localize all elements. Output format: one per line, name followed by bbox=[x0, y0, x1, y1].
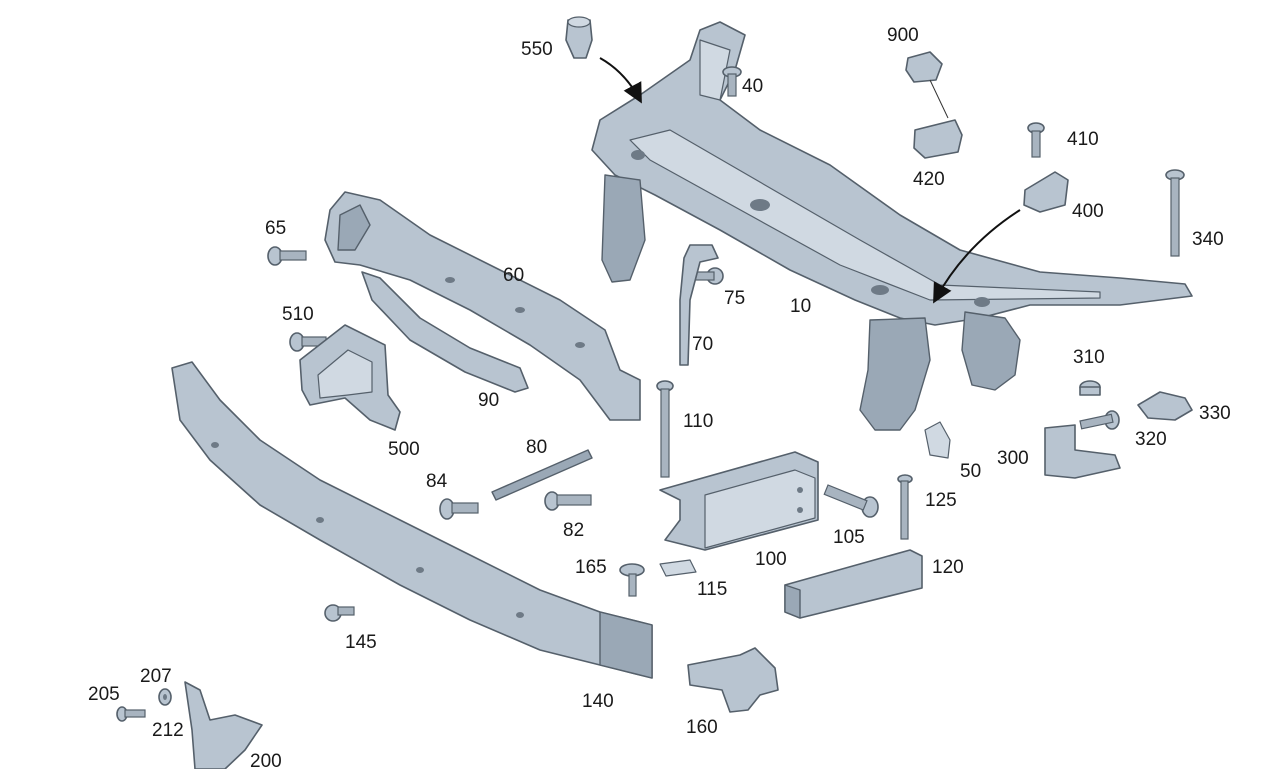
callout-75: 75 bbox=[724, 288, 746, 309]
callout-50: 50 bbox=[960, 461, 982, 482]
callout-300: 300 bbox=[997, 448, 1029, 469]
callout-105: 105 bbox=[833, 527, 865, 548]
callout-200: 200 bbox=[250, 751, 282, 772]
part-410-bolt bbox=[1027, 122, 1045, 158]
part-65-bolt bbox=[267, 246, 307, 266]
part-205-bolt bbox=[116, 706, 146, 722]
part-310-nut bbox=[1079, 380, 1101, 396]
part-500-bracket bbox=[299, 324, 401, 431]
callout-420: 420 bbox=[913, 169, 945, 190]
callout-80: 80 bbox=[526, 437, 548, 458]
part-340-bolt bbox=[1165, 169, 1185, 257]
part-120-tube bbox=[784, 549, 923, 619]
part-40-bolt bbox=[722, 66, 742, 97]
callout-550: 550 bbox=[521, 39, 553, 60]
callout-212: 212 bbox=[152, 720, 184, 741]
arrow-400 bbox=[933, 209, 1021, 304]
part-115-plate bbox=[659, 559, 697, 577]
part-10-crossmember bbox=[591, 21, 1193, 431]
arrow-550 bbox=[599, 57, 642, 104]
part-110-bolt bbox=[656, 380, 674, 478]
callout-207: 207 bbox=[140, 666, 172, 687]
part-550-mount bbox=[565, 16, 593, 59]
part-84-bolt bbox=[439, 498, 479, 520]
callout-340: 340 bbox=[1192, 229, 1224, 250]
callout-40: 40 bbox=[742, 76, 764, 97]
callout-310: 310 bbox=[1073, 347, 1105, 368]
callout-510: 510 bbox=[282, 304, 314, 325]
callout-65: 65 bbox=[265, 218, 287, 239]
part-50-clip bbox=[924, 421, 951, 459]
callout-84: 84 bbox=[426, 471, 448, 492]
callout-82: 82 bbox=[563, 520, 585, 541]
callout-120: 120 bbox=[932, 557, 964, 578]
callout-160: 160 bbox=[686, 717, 718, 738]
callout-10: 10 bbox=[790, 296, 812, 317]
callout-140: 140 bbox=[582, 691, 614, 712]
part-75-bolt bbox=[689, 267, 724, 285]
part-330-bracket bbox=[1137, 391, 1193, 421]
callout-145: 145 bbox=[345, 632, 377, 653]
part-300-bracket bbox=[1044, 424, 1121, 479]
part-70-rod bbox=[679, 244, 719, 366]
callout-60: 60 bbox=[503, 265, 525, 286]
part-80-rod bbox=[491, 449, 593, 501]
part-90-strip bbox=[361, 271, 529, 393]
callout-125: 125 bbox=[925, 490, 957, 511]
callout-500: 500 bbox=[388, 439, 420, 460]
part-82-bolt bbox=[544, 491, 592, 511]
callout-165: 165 bbox=[575, 557, 607, 578]
callout-320: 320 bbox=[1135, 429, 1167, 450]
part-60-upper-carrier bbox=[324, 191, 641, 421]
part-400-bracket bbox=[1023, 171, 1069, 213]
part-105-bolt bbox=[823, 484, 879, 518]
part-510-bolt bbox=[289, 332, 327, 352]
part-165-bolt bbox=[619, 563, 645, 597]
callout-900: 900 bbox=[887, 25, 919, 46]
callout-100: 100 bbox=[755, 549, 787, 570]
callout-110: 110 bbox=[683, 411, 714, 432]
part-320-bolt bbox=[1079, 410, 1120, 430]
callout-400: 400 bbox=[1072, 201, 1104, 222]
part-140-bumper-beam bbox=[171, 361, 653, 679]
part-900-sensor bbox=[905, 51, 949, 119]
callout-70: 70 bbox=[692, 334, 714, 355]
part-145-bolt bbox=[324, 604, 355, 622]
part-160-bracket bbox=[687, 647, 779, 713]
callout-90: 90 bbox=[478, 390, 500, 411]
part-100-crash-box bbox=[659, 451, 819, 551]
part-125-bolt bbox=[897, 474, 913, 540]
callout-115: 115 bbox=[697, 579, 728, 600]
callout-330: 330 bbox=[1199, 403, 1231, 424]
callout-205: 205 bbox=[88, 684, 120, 705]
part-207-washer bbox=[158, 688, 172, 706]
part-200-bracket bbox=[184, 681, 263, 769]
part-420-bracket bbox=[913, 119, 963, 159]
callout-410: 410 bbox=[1067, 129, 1099, 150]
